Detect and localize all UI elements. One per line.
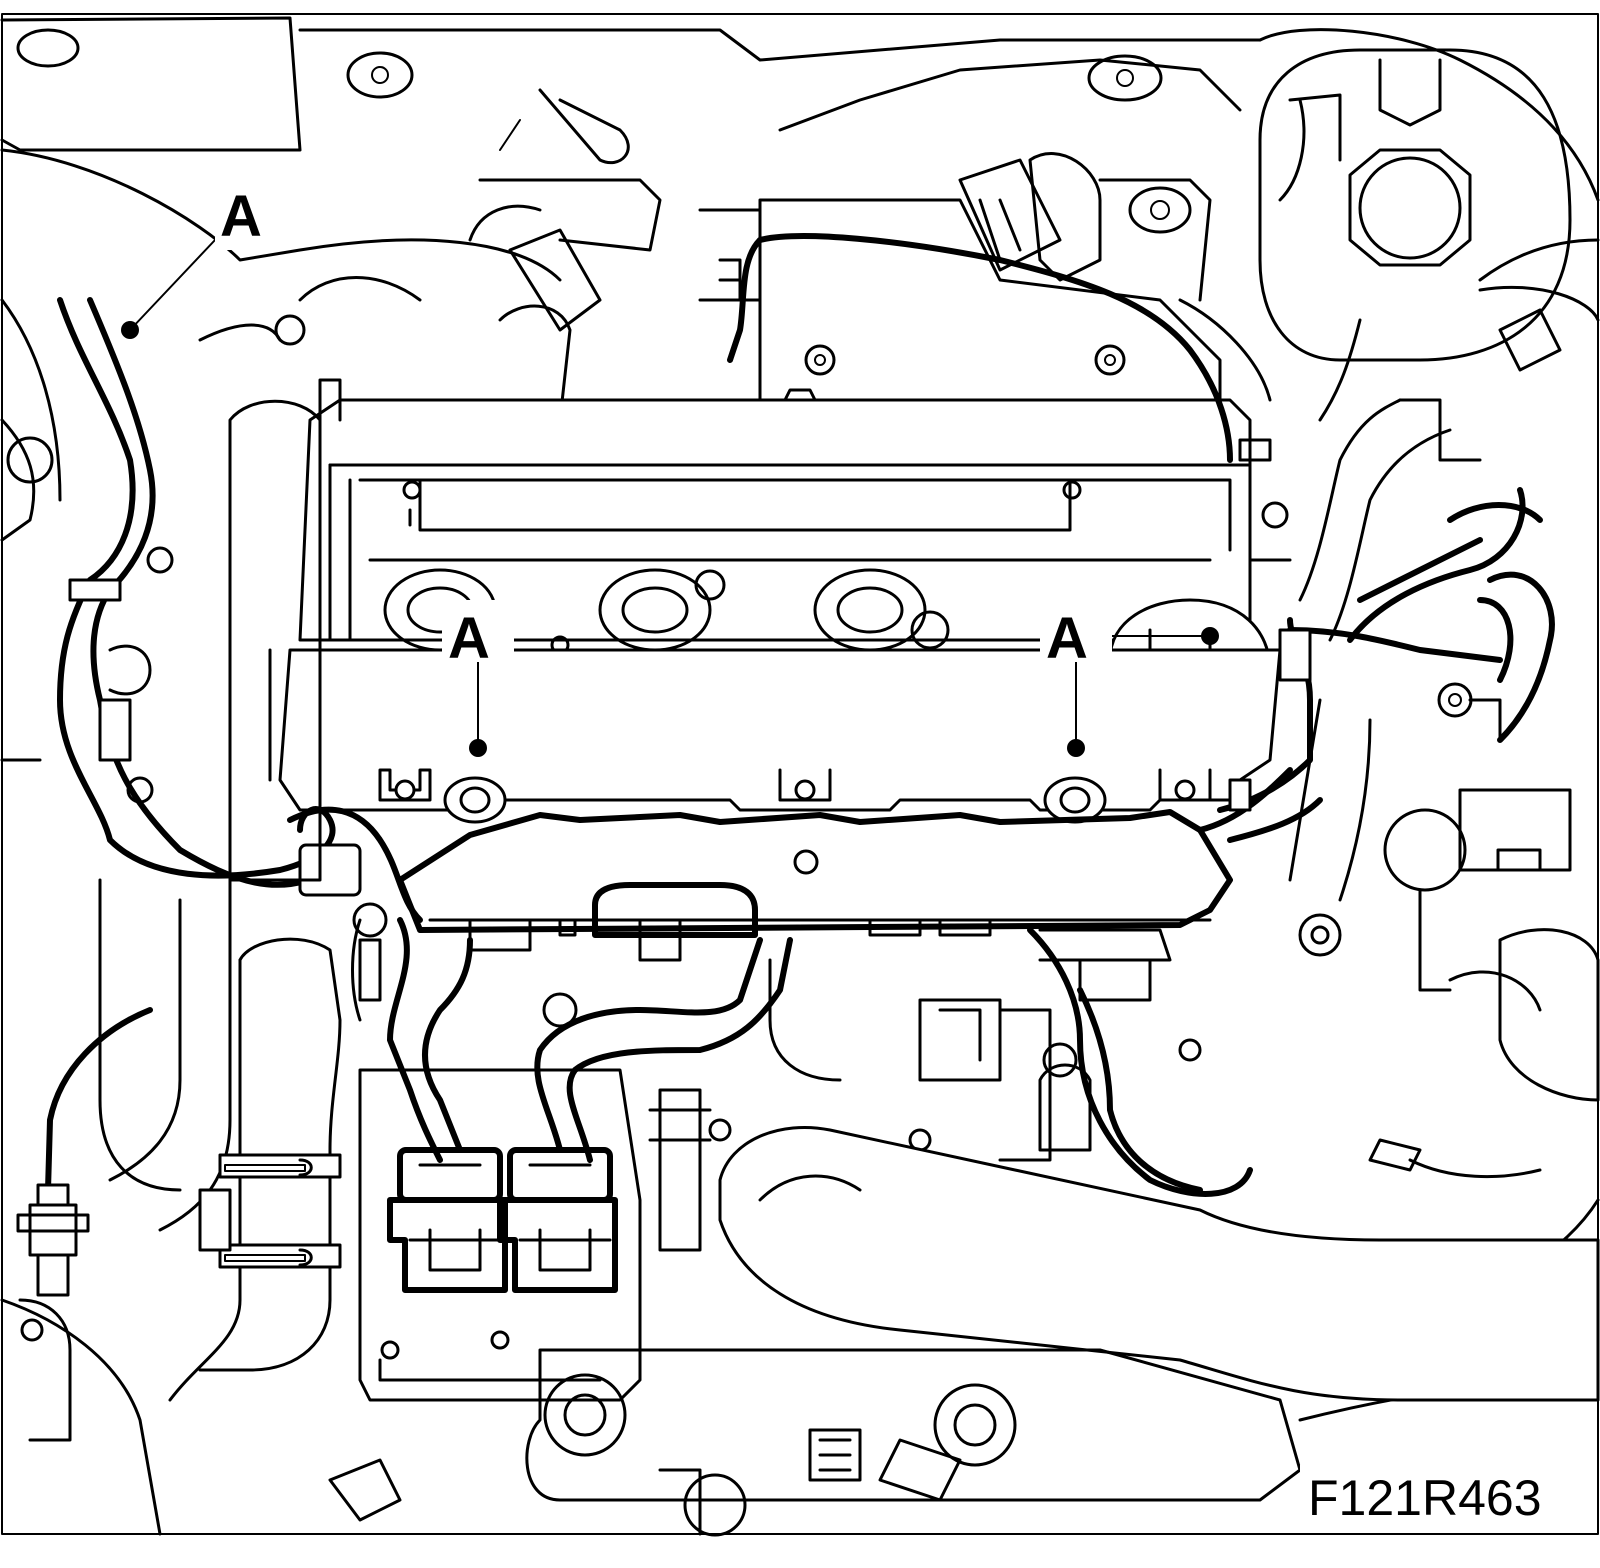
leader-point-top-left: [121, 321, 139, 339]
lower-engine: [328, 1348, 1302, 1537]
harness-clips: [68, 546, 1312, 897]
coolant-reservoir: [1258, 48, 1572, 362]
callout-a-center-right: A: [1046, 606, 1088, 671]
wiring-harness: [57, 233, 1555, 1197]
cassette-connectors: [468, 882, 1172, 1002]
label-bg-top-left: [215, 180, 285, 250]
left-sensor-connector: [16, 1007, 153, 1442]
callout-a-center-left: A: [448, 606, 490, 671]
leader-line-top-left: [129, 239, 216, 331]
label-bg-center-right: [1040, 600, 1112, 662]
right-components: [1238, 308, 1600, 1179]
cylinder-head-cover: [298, 378, 1252, 655]
left-coolant-hose: [98, 399, 342, 1402]
intake-pipe: [718, 1125, 1600, 1402]
figure-code: F121R463: [1308, 1470, 1542, 1526]
figure-frame: [1, 13, 1599, 1535]
leader-point-center-right: [1067, 739, 1085, 757]
hose-clamps: [198, 1153, 342, 1269]
label-bg-center-left: [442, 600, 514, 662]
leader-point-center-left: [469, 739, 487, 757]
leader-point-oil-cap: [1201, 627, 1219, 645]
center-components: [351, 902, 1202, 1252]
coolant-hoses-upper: [958, 152, 1362, 422]
ignition-cassette: [268, 648, 1282, 937]
left-hose-cluster: [198, 88, 762, 422]
engine-control-module: [358, 1068, 642, 1402]
figure-code-bg: [1300, 1465, 1580, 1527]
callout-a-top-left: A: [220, 184, 262, 249]
callout-leaders: [121, 239, 1219, 757]
